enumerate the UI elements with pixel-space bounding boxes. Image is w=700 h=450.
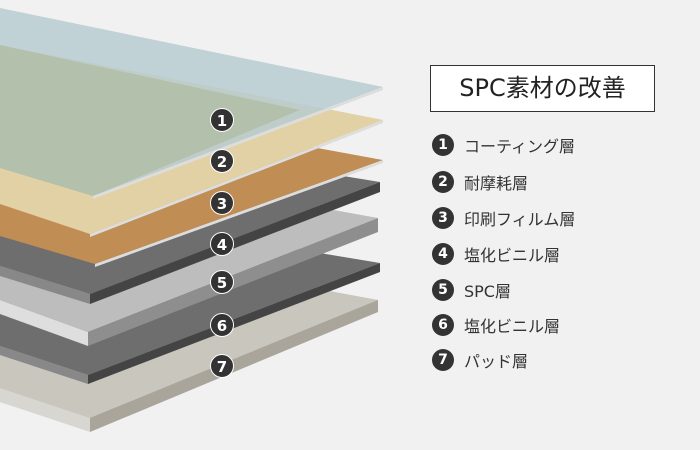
legend-label: 耐摩耗層 xyxy=(464,174,529,193)
layer-badge-6: 6 xyxy=(210,313,234,337)
layer-stack-illustration xyxy=(0,8,383,432)
layer-badge-4: 4 xyxy=(210,232,234,256)
legend-label: 塩化ビニル層 xyxy=(464,246,561,265)
layer-badge-2: 2 xyxy=(210,149,234,173)
legend-label: SPC層 xyxy=(464,282,511,301)
legend-num: 7 xyxy=(432,349,454,371)
layer-coating xyxy=(0,8,383,199)
layer-badge-3: 3 xyxy=(210,191,234,215)
legend-label: コーティング層 xyxy=(464,137,576,156)
legend-label: 塩化ビニル層 xyxy=(464,317,561,336)
legend-item: 7 パッド層 xyxy=(432,348,528,372)
legend-num: 3 xyxy=(432,207,454,229)
legend-item: 5 SPC層 xyxy=(432,278,511,302)
layer-badge-7: 7 xyxy=(210,354,234,378)
legend-label: 印刷フィルム層 xyxy=(464,210,576,229)
legend-num: 6 xyxy=(432,314,454,336)
legend-num: 1 xyxy=(432,134,454,156)
layer-badge-5: 5 xyxy=(210,270,234,294)
legend-num: 5 xyxy=(432,279,454,301)
legend-num: 2 xyxy=(432,171,454,193)
legend-item: 1 コーティング層 xyxy=(432,133,575,157)
legend-title: SPC素材の改善 xyxy=(430,65,655,112)
legend-item: 4 塩化ビニル層 xyxy=(432,242,560,266)
legend-item: 3 印刷フィルム層 xyxy=(432,206,575,230)
legend-item: 2 耐摩耗層 xyxy=(432,170,528,194)
layer-badge-1: 1 xyxy=(210,108,234,132)
legend-label: パッド層 xyxy=(464,352,529,371)
legend-num: 4 xyxy=(432,243,454,265)
legend-item: 6 塩化ビニル層 xyxy=(432,313,560,337)
